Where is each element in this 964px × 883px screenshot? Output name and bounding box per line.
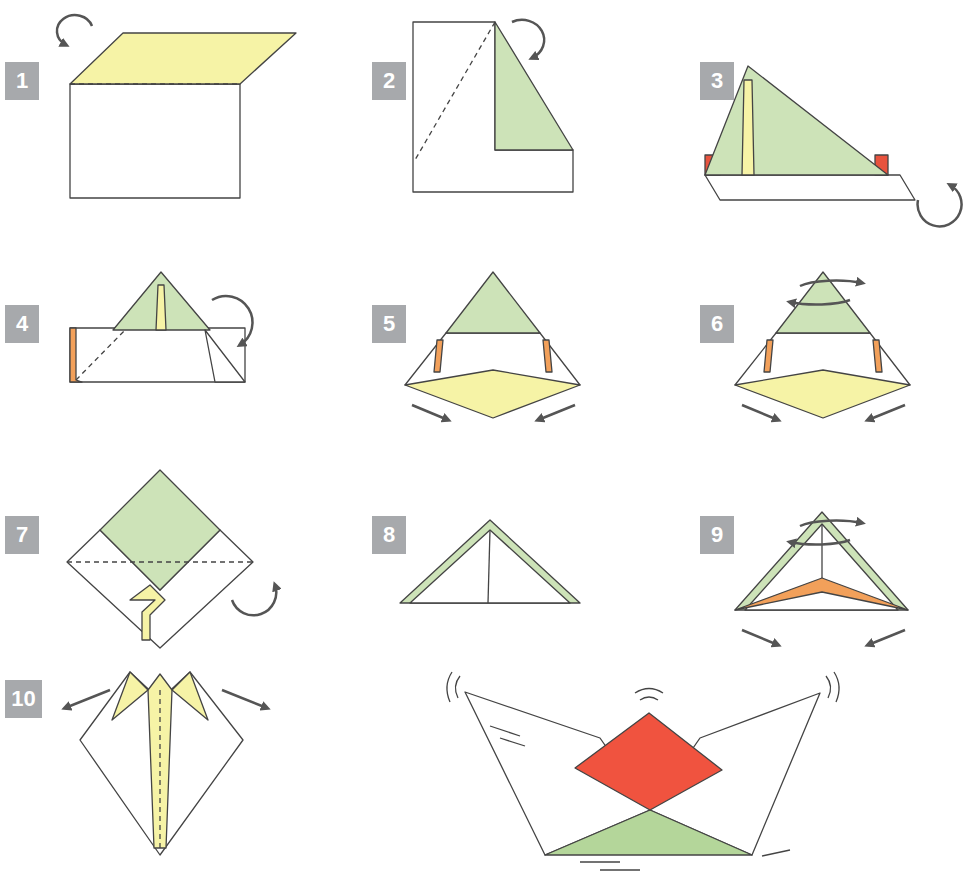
- step-number: 2: [372, 62, 406, 100]
- step-label: 5: [383, 311, 395, 337]
- step-number: 6: [700, 305, 734, 343]
- step-number: 10: [5, 680, 42, 718]
- step-number: 1: [5, 62, 39, 100]
- step-number: 8: [372, 516, 406, 554]
- step-label: 3: [711, 68, 723, 94]
- step-label: 1: [16, 68, 28, 94]
- step-label: 4: [16, 311, 28, 337]
- step-number: 5: [372, 305, 406, 343]
- step-label: 9: [711, 522, 723, 548]
- step-number: 9: [700, 516, 734, 554]
- step-number: 7: [5, 516, 39, 554]
- step-number: 3: [700, 62, 734, 100]
- step-label: 8: [383, 522, 395, 548]
- step-label: 7: [16, 522, 28, 548]
- step-label: 6: [711, 311, 723, 337]
- step-label: 10: [11, 686, 35, 712]
- step-label: 2: [383, 68, 395, 94]
- step-number: 4: [5, 305, 39, 343]
